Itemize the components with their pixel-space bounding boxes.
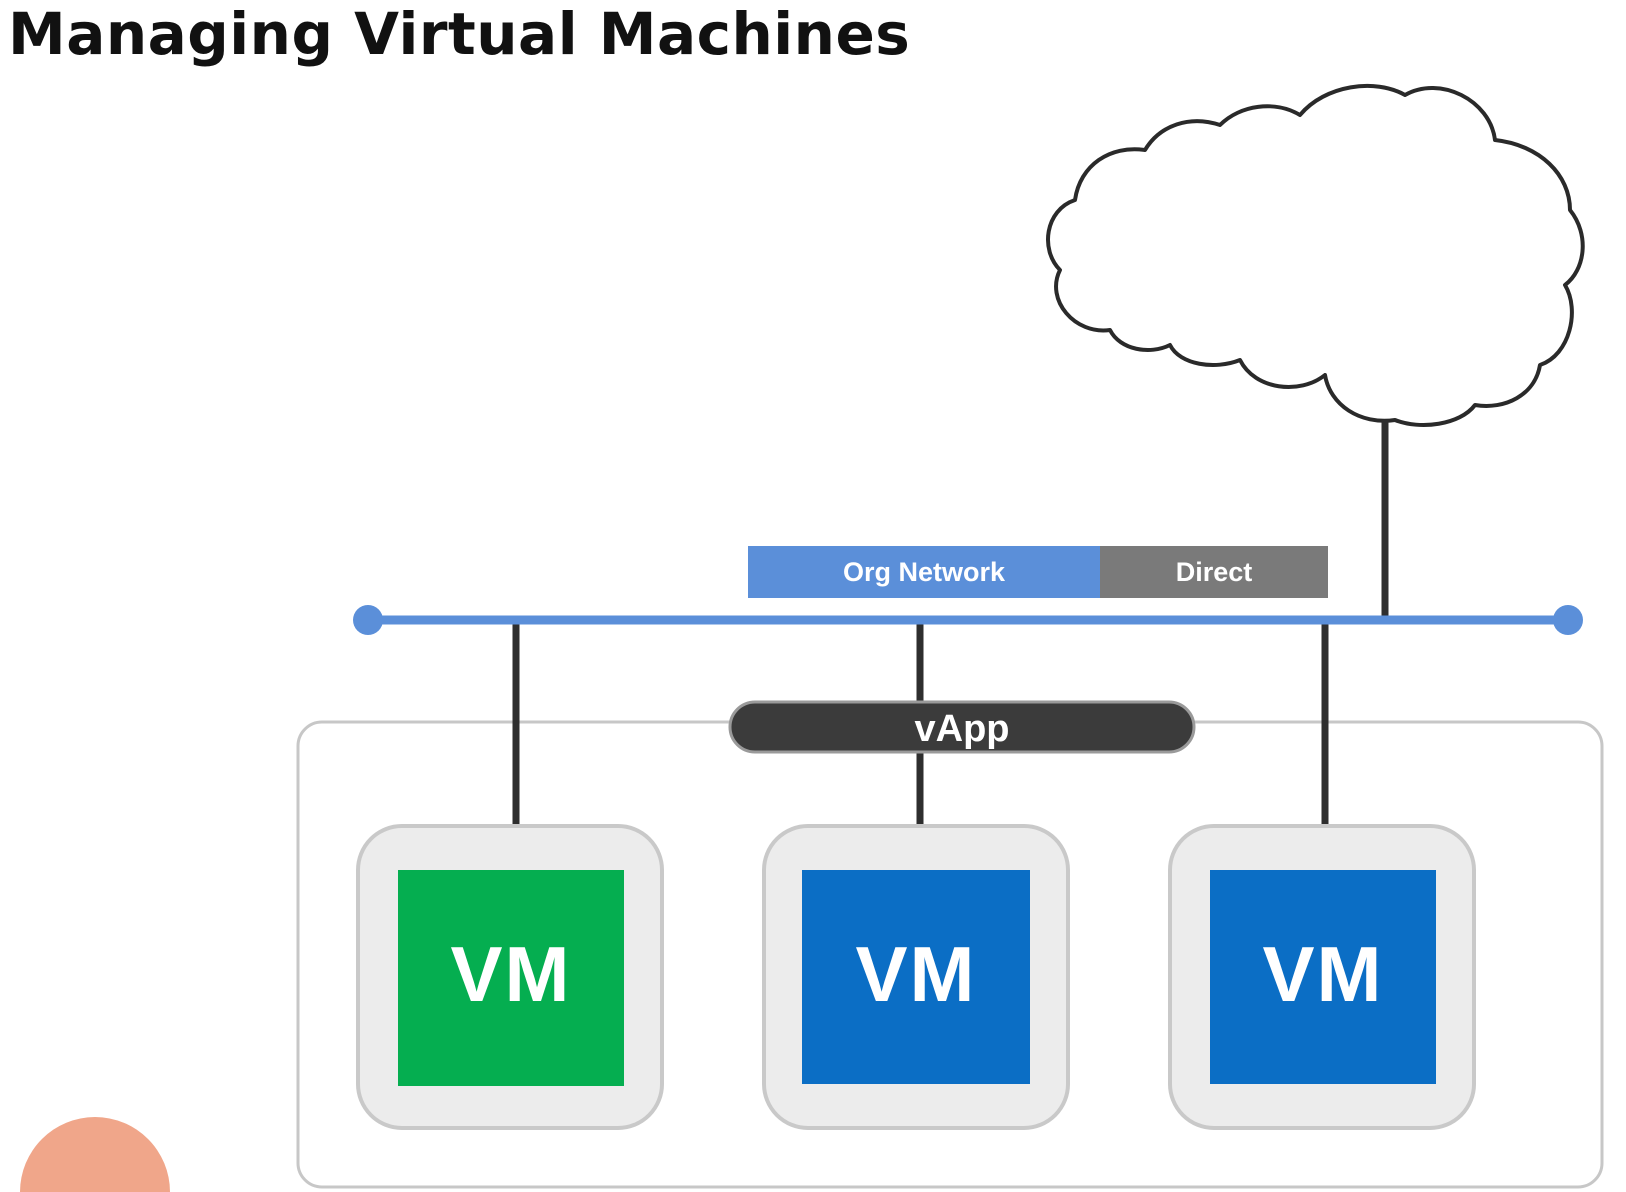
org-network-label: Org Network bbox=[843, 557, 1006, 587]
vm-card: VM bbox=[1168, 824, 1476, 1130]
vm-card: VM bbox=[356, 824, 664, 1130]
network-endpoint-right bbox=[1553, 605, 1583, 635]
vm-tile bbox=[802, 870, 1030, 1084]
vm-label: VM bbox=[1263, 930, 1384, 1018]
vm-card: VM bbox=[762, 824, 1070, 1130]
vapp-label: vApp bbox=[915, 708, 1010, 750]
network-endpoint-left bbox=[353, 605, 383, 635]
vm-label: VM bbox=[856, 930, 977, 1018]
vapp-label-pill bbox=[728, 700, 1196, 754]
direct-mode-label: Direct bbox=[1176, 557, 1253, 587]
cloud-icon bbox=[1046, 83, 1585, 427]
vm-label: VM bbox=[451, 930, 572, 1018]
vm-tile bbox=[1210, 870, 1436, 1084]
slide-title: Managing Virtual Machines bbox=[8, 0, 911, 68]
decorative-circle bbox=[20, 1117, 170, 1192]
org-network-label-box bbox=[748, 546, 1100, 598]
direct-mode-label-box bbox=[1100, 546, 1328, 598]
vm-tile bbox=[398, 870, 624, 1086]
